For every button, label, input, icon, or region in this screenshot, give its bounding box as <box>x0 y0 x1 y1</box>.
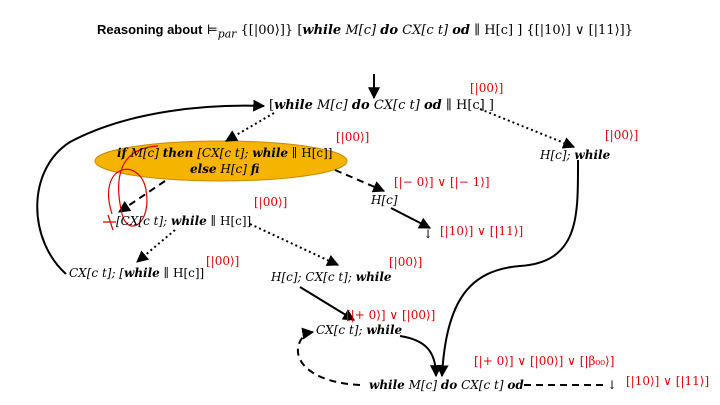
if-else-part: H[c] <box>220 162 247 176</box>
edge-cxwhile-to-cxloop <box>136 229 176 263</box>
edge-hwhile-to-bottom <box>436 159 580 378</box>
node-h-while: H[c]; while <box>540 148 610 162</box>
state-final: [|10⟩] ∨ [|11⟩] <box>626 374 710 388</box>
hc-text: H[c] <box>371 193 398 207</box>
state-cx-while-par: [|00⟩] <box>254 195 288 209</box>
edge-hc-to-term <box>390 207 432 229</box>
red-ink-annotation <box>107 145 159 227</box>
cxwhile-post: ∥ H[c]] <box>210 214 252 228</box>
edge-top-to-if <box>224 112 275 142</box>
edge-if-to-hc <box>334 169 386 193</box>
node-top-body: CX[c t] <box>373 98 420 113</box>
title-prog-bracket: [ <box>297 23 303 38</box>
if-kw-then: then <box>162 146 194 160</box>
if-kw-while: while <box>252 146 289 160</box>
node-h-cx-while: H[c]; CX[c t]; while <box>271 270 392 284</box>
hcx-pre: H[c]; CX[c t]; <box>271 270 352 284</box>
edge-bottom-to-cxw <box>296 327 361 386</box>
if-kw-if: if <box>117 146 127 160</box>
title-judgement: ⊨ <box>206 23 218 38</box>
cxwhile-kw: while <box>171 214 207 228</box>
title-lead: Reasoning about <box>97 22 203 37</box>
state-top: [|00⟩] <box>470 81 504 95</box>
state-term-1: [|10⟩] ∨ [|11⟩] <box>440 224 524 238</box>
if-then-rest: ∥ H[c]] <box>291 146 333 160</box>
edge-cxw-to-bottom <box>399 335 442 378</box>
cxloop-pre: CX[c t]; [ <box>69 266 124 280</box>
diagram-title: Reasoning about ⊨par {[|00⟩]} [while M[c… <box>97 22 633 41</box>
node-top-bracket: [ <box>269 98 275 113</box>
title-body: CX[c t] <box>402 23 449 38</box>
cxw-pre: CX[c t]; <box>316 323 363 337</box>
title-judgement-sub: par <box>217 27 237 41</box>
edge-hcx-to-cxw <box>299 286 356 321</box>
node-top-program: [while M[c] do CX[c t] od ∥ H[c] ] <box>269 99 494 113</box>
node-term-2: ↓ <box>607 378 618 392</box>
title-precondition: {[|00⟩]} <box>240 23 294 38</box>
edge-top-to-hwhile <box>479 108 576 149</box>
edge-loop-back-to-top <box>36 99 266 275</box>
state-h-while: [|00⟩] <box>605 128 639 142</box>
cxloop-post: ∥ H[c]] <box>163 266 205 280</box>
node-if-then-else: if M[c] then [CX[c t]; while ∥ H[c]] els… <box>117 145 332 177</box>
state-bottom: [|+ 0⟩] ∨ [|00⟩] ∨ [|β₀₀⟩] <box>474 354 615 368</box>
if-cond: M[c] <box>130 146 159 160</box>
node-top-kw-od: od <box>423 98 442 113</box>
bottom-kw-while: while <box>369 378 405 392</box>
state-cx-while: [|+ 0⟩] ∨ [|00⟩] <box>346 308 436 322</box>
node-top-kw-do: do <box>351 98 370 113</box>
hcx-kw: while <box>355 270 392 284</box>
node-bottom-loop: while M[c] do CX[c t] od <box>369 378 524 392</box>
state-h-cx-while: [|00⟩] <box>389 255 423 269</box>
title-parallel: ∥ H[c] ] <box>474 23 523 38</box>
title-kw-do: do <box>380 23 398 38</box>
node-top-kw-while: while <box>274 98 313 113</box>
hwhile-text: H[c]; <box>540 148 571 162</box>
title-postcondition: {[|10⟩] ∨ [|11⟩]} <box>526 23 634 38</box>
state-cx-loop: [|00⟩] <box>206 254 240 268</box>
if-kw-fi: fi <box>250 162 260 176</box>
bottom-kw-do: do <box>440 378 458 392</box>
red-ink-cross <box>103 214 116 231</box>
node-cx-loop: CX[c t]; [while ∥ H[c]] <box>69 266 204 280</box>
cxloop-kw: while <box>123 266 160 280</box>
cxwhile-pre: [CX[c t]; <box>116 214 168 228</box>
title-kw-while: while <box>302 23 342 38</box>
if-then-part: [CX[c t]; <box>197 146 249 160</box>
node-cx-while-par: [CX[c t]; while ∥ H[c]] <box>116 214 251 228</box>
node-hc: H[c] <box>371 193 398 207</box>
if-kw-else: else <box>189 162 217 176</box>
state-if: [|00⟩] <box>336 130 370 144</box>
node-top-rest: ∥ H[c] ] <box>445 98 494 113</box>
state-hc: [|− 0⟩] ∨ [|− 1⟩] <box>394 175 490 189</box>
edge-cxwhile-to-hcx <box>249 223 340 266</box>
hwhile-kw: while <box>574 148 611 162</box>
bottom-cond: M[c] <box>408 378 438 392</box>
node-top-cond: M[c] <box>317 98 348 113</box>
node-cx-while: CX[c t]; while <box>316 323 402 337</box>
edge-if-to-cxwhile <box>118 180 166 213</box>
title-kw-od: od <box>452 23 471 38</box>
bottom-body: CX[c t] <box>461 378 504 392</box>
bottom-kw-od: od <box>507 378 524 392</box>
if-node-highlight <box>94 140 348 182</box>
node-term-1: ↓ <box>423 227 434 241</box>
cxw-kw: while <box>366 323 403 337</box>
title-cond: M[c] <box>345 23 377 38</box>
